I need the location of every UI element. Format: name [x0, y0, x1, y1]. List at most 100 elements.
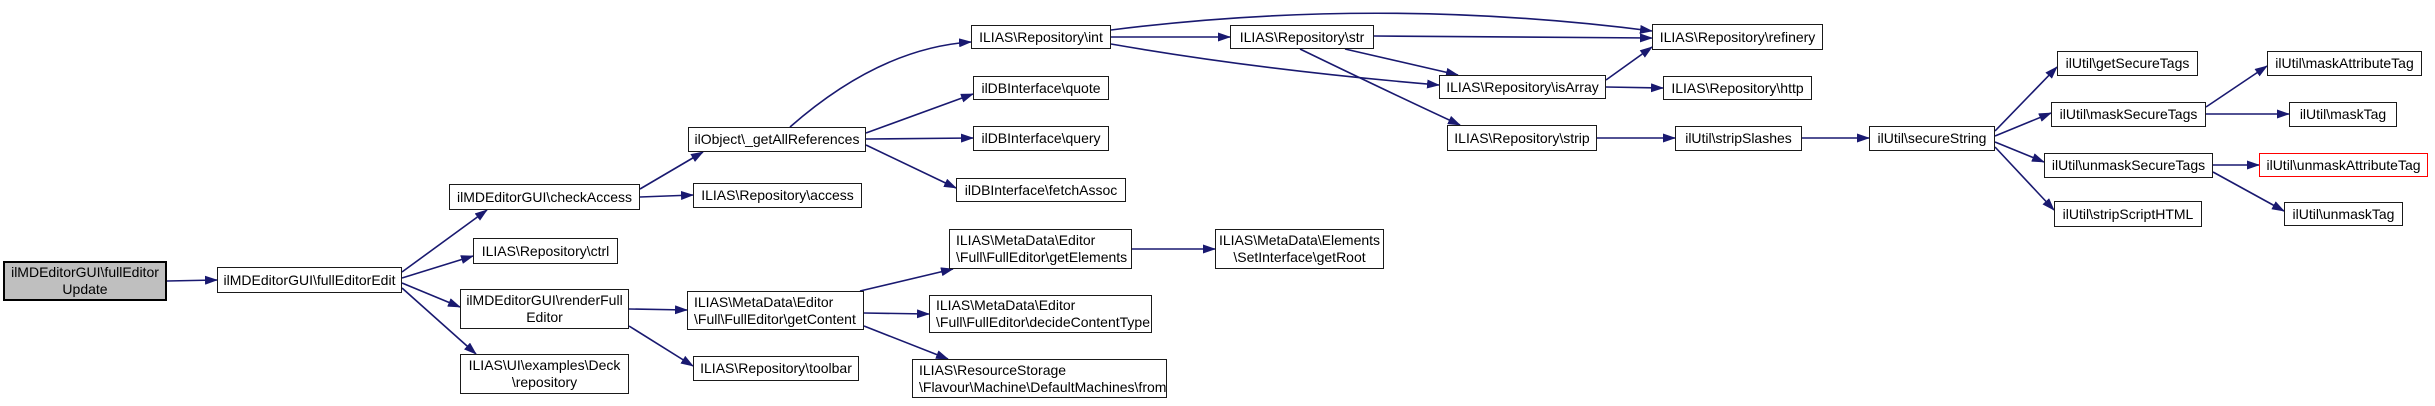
node-fetchAssoc[interactable]: ilDBInterface\fetchAssoc [956, 178, 1126, 202]
node-label: ilDBInterface\query [981, 130, 1101, 146]
edge-getAllReferences-to-int [789, 38, 972, 128]
node-label: ILIAS\MetaData\Elements [1218, 232, 1381, 248]
node-stripScriptHTML[interactable]: ilUtil\stripScriptHTML [2054, 201, 2202, 227]
node-label: ILIAS\Repository\http [1671, 79, 1804, 96]
node-label: ILIAS\Repository\toolbar [700, 360, 852, 376]
node-label: ilUtil\maskSecureTags [2059, 106, 2198, 122]
node-stripSlashes[interactable]: ilUtil\stripSlashes [1675, 126, 1802, 151]
node-secureString[interactable]: ilUtil\secureString [1869, 126, 1995, 151]
node-label: ilUtil\stripScriptHTML [2062, 205, 2194, 222]
node-label: \SetInterface\getRoot [1233, 249, 1366, 265]
node-label: ilUtil\unmaskSecureTags [2051, 157, 2206, 173]
node-str[interactable]: ILIAS\Repository\str [1230, 25, 1374, 49]
node-label: \repository [511, 374, 578, 390]
node-label: ilUtil\unmaskTag [2292, 205, 2395, 222]
edge-renderFullEditor-to-getContent [628, 305, 688, 315]
node-label: ILIAS\Repository\strip [1454, 129, 1590, 146]
node-access[interactable]: ILIAS\Repository\access [693, 183, 862, 208]
node-ctrl[interactable]: ILIAS\Repository\ctrl [473, 238, 618, 264]
edge-isArray-to-http [1605, 83, 1664, 93]
node-getElements[interactable]: ILIAS\MetaData\Editor\Full\FullEditor\ge… [949, 229, 1132, 269]
edge-str-to-refinery [1373, 33, 1653, 43]
edge-secureString-to-unmaskSecureTags [1994, 141, 2045, 163]
node-unmaskAttributeTag[interactable]: ilUtil\unmaskAttributeTag [2259, 153, 2428, 177]
edge-int-to-isArray [1110, 43, 1440, 89]
edge-getContent-to-defaultMachinesFrom [863, 325, 949, 360]
node-strip[interactable]: ILIAS\Repository\strip [1447, 125, 1597, 151]
node-toolbar[interactable]: ILIAS\Repository\toolbar [693, 356, 859, 381]
edge-str-to-strip [1299, 48, 1461, 126]
node-label: ilDBInterface\fetchAssoc [964, 181, 1118, 198]
node-label: ILIAS\MetaData\Editor [956, 232, 1096, 248]
node-label: ILIAS\Repository\refinery [1659, 28, 1816, 45]
edge-unmaskSecureTags-to-unmaskTag [2212, 171, 2285, 212]
node-label: ilUtil\maskAttributeTag [2275, 55, 2414, 71]
node-defaultMachinesFrom[interactable]: ILIAS\ResourceStorage\Flavour\Machine\De… [912, 359, 1167, 398]
node-label: ilUtil\getSecureTags [2065, 55, 2190, 71]
edge-int-to-refinery [1110, 12, 1653, 34]
node-label: ilMDEditorGUI\checkAccess [456, 188, 633, 205]
node-getContent[interactable]: ILIAS\MetaData\Editor\Full\FullEditor\ge… [687, 291, 864, 330]
edge-getContent-to-getElements [859, 267, 954, 292]
node-unmaskTag[interactable]: ilUtil\unmaskTag [2284, 202, 2403, 226]
edge-fullEditorEdit-to-checkAccess [401, 209, 488, 273]
node-label: ILIAS\MetaData\Editor [694, 293, 834, 310]
node-http[interactable]: ILIAS\Repository\http [1663, 76, 1812, 100]
node-label: \Full\FullEditor\getContent [694, 310, 856, 327]
node-label: ILIAS\MetaData\Editor [936, 297, 1076, 313]
node-label: Update [62, 281, 108, 297]
node-quote[interactable]: ilDBInterface\quote [973, 76, 1109, 100]
node-label: ILIAS\Repository\ctrl [481, 242, 610, 259]
node-checkAccess[interactable]: ilMDEditorGUI\checkAccess [449, 184, 640, 210]
node-label: ILIAS\Repository\isArray [1446, 78, 1599, 95]
node-fullEditorEdit[interactable]: ilMDEditorGUI\fullEditorEdit [217, 267, 402, 293]
node-int[interactable]: ILIAS\Repository\int [971, 25, 1111, 49]
node-unmaskSecureTags[interactable]: ilUtil\unmaskSecureTags [2044, 153, 2213, 178]
edge-checkAccess-to-getAllReferences [639, 151, 704, 190]
node-maskTag[interactable]: ilUtil\maskTag [2289, 102, 2397, 127]
node-label: ilMDEditorGUI\renderFull [466, 292, 623, 308]
node-label: ilUtil\stripSlashes [1685, 130, 1792, 146]
node-deckRepository[interactable]: ILIAS\UI\examples\Deck\repository [460, 354, 629, 394]
node-label: ilUtil\maskTag [2299, 106, 2387, 122]
node-label: ilMDEditorGUI\fullEditor [11, 264, 159, 280]
edge-fullEditorEdit-to-renderFullEditor [401, 282, 461, 308]
node-label: ilMDEditorGUI\fullEditorEdit [223, 271, 396, 288]
edge-secureString-to-stripScriptHTML [1994, 146, 2055, 211]
node-label: Editor [526, 309, 563, 325]
edge-getContent-to-decideContentType [863, 309, 930, 319]
edge-fullEditorEdit-to-deckRepository [401, 287, 477, 355]
edge-getAllReferences-to-quote [865, 93, 974, 134]
node-maskAttributeTag[interactable]: ilUtil\maskAttributeTag [2267, 51, 2422, 76]
edge-checkAccess-to-access [639, 190, 694, 200]
edge-maskSecureTags-to-maskAttributeTag [2205, 65, 2268, 108]
edge-getAllReferences-to-fetchAssoc [865, 144, 957, 189]
edge-secureString-to-maskSecureTags [1994, 112, 2052, 137]
edge-getAllReferences-to-query [865, 133, 974, 143]
edge-renderFullEditor-to-toolbar [628, 325, 694, 367]
node-label: ilUtil\unmaskAttributeTag [2266, 156, 2421, 173]
node-label: ilDBInterface\quote [981, 79, 1101, 96]
node-label: ilUtil\secureString [1877, 130, 1987, 146]
node-maskSecureTags[interactable]: ilUtil\maskSecureTags [2051, 102, 2206, 127]
node-label: ILIAS\UI\examples\Deck [468, 357, 621, 373]
node-label: ILIAS\ResourceStorage [919, 361, 1067, 378]
edge-fullEditorEdit-to-ctrl [401, 255, 474, 279]
node-getRoot[interactable]: ILIAS\MetaData\Elements\SetInterface\get… [1215, 229, 1384, 269]
node-getAllReferences[interactable]: ilObject\_getAllReferences [688, 127, 866, 152]
node-label: ILIAS\Repository\access [701, 187, 854, 203]
node-isArray[interactable]: ILIAS\Repository\isArray [1439, 75, 1606, 99]
node-decideContentType[interactable]: ILIAS\MetaData\Editor\Full\FullEditor\de… [929, 295, 1152, 333]
node-getSecureTags[interactable]: ilUtil\getSecureTags [2057, 51, 2198, 76]
node-label: ILIAS\Repository\str [1239, 28, 1365, 45]
edge-isArray-to-refinery [1605, 46, 1653, 81]
node-refinery[interactable]: ILIAS\Repository\refinery [1652, 24, 1823, 50]
node-label: \Full\FullEditor\decideContentType [936, 314, 1150, 330]
node-query[interactable]: ilDBInterface\query [973, 126, 1109, 151]
node-label: ilObject\_getAllReferences [694, 131, 860, 147]
edge-secureString-to-getSecureTags [1994, 66, 2058, 132]
node-label: \Full\FullEditor\getElements [956, 249, 1128, 265]
